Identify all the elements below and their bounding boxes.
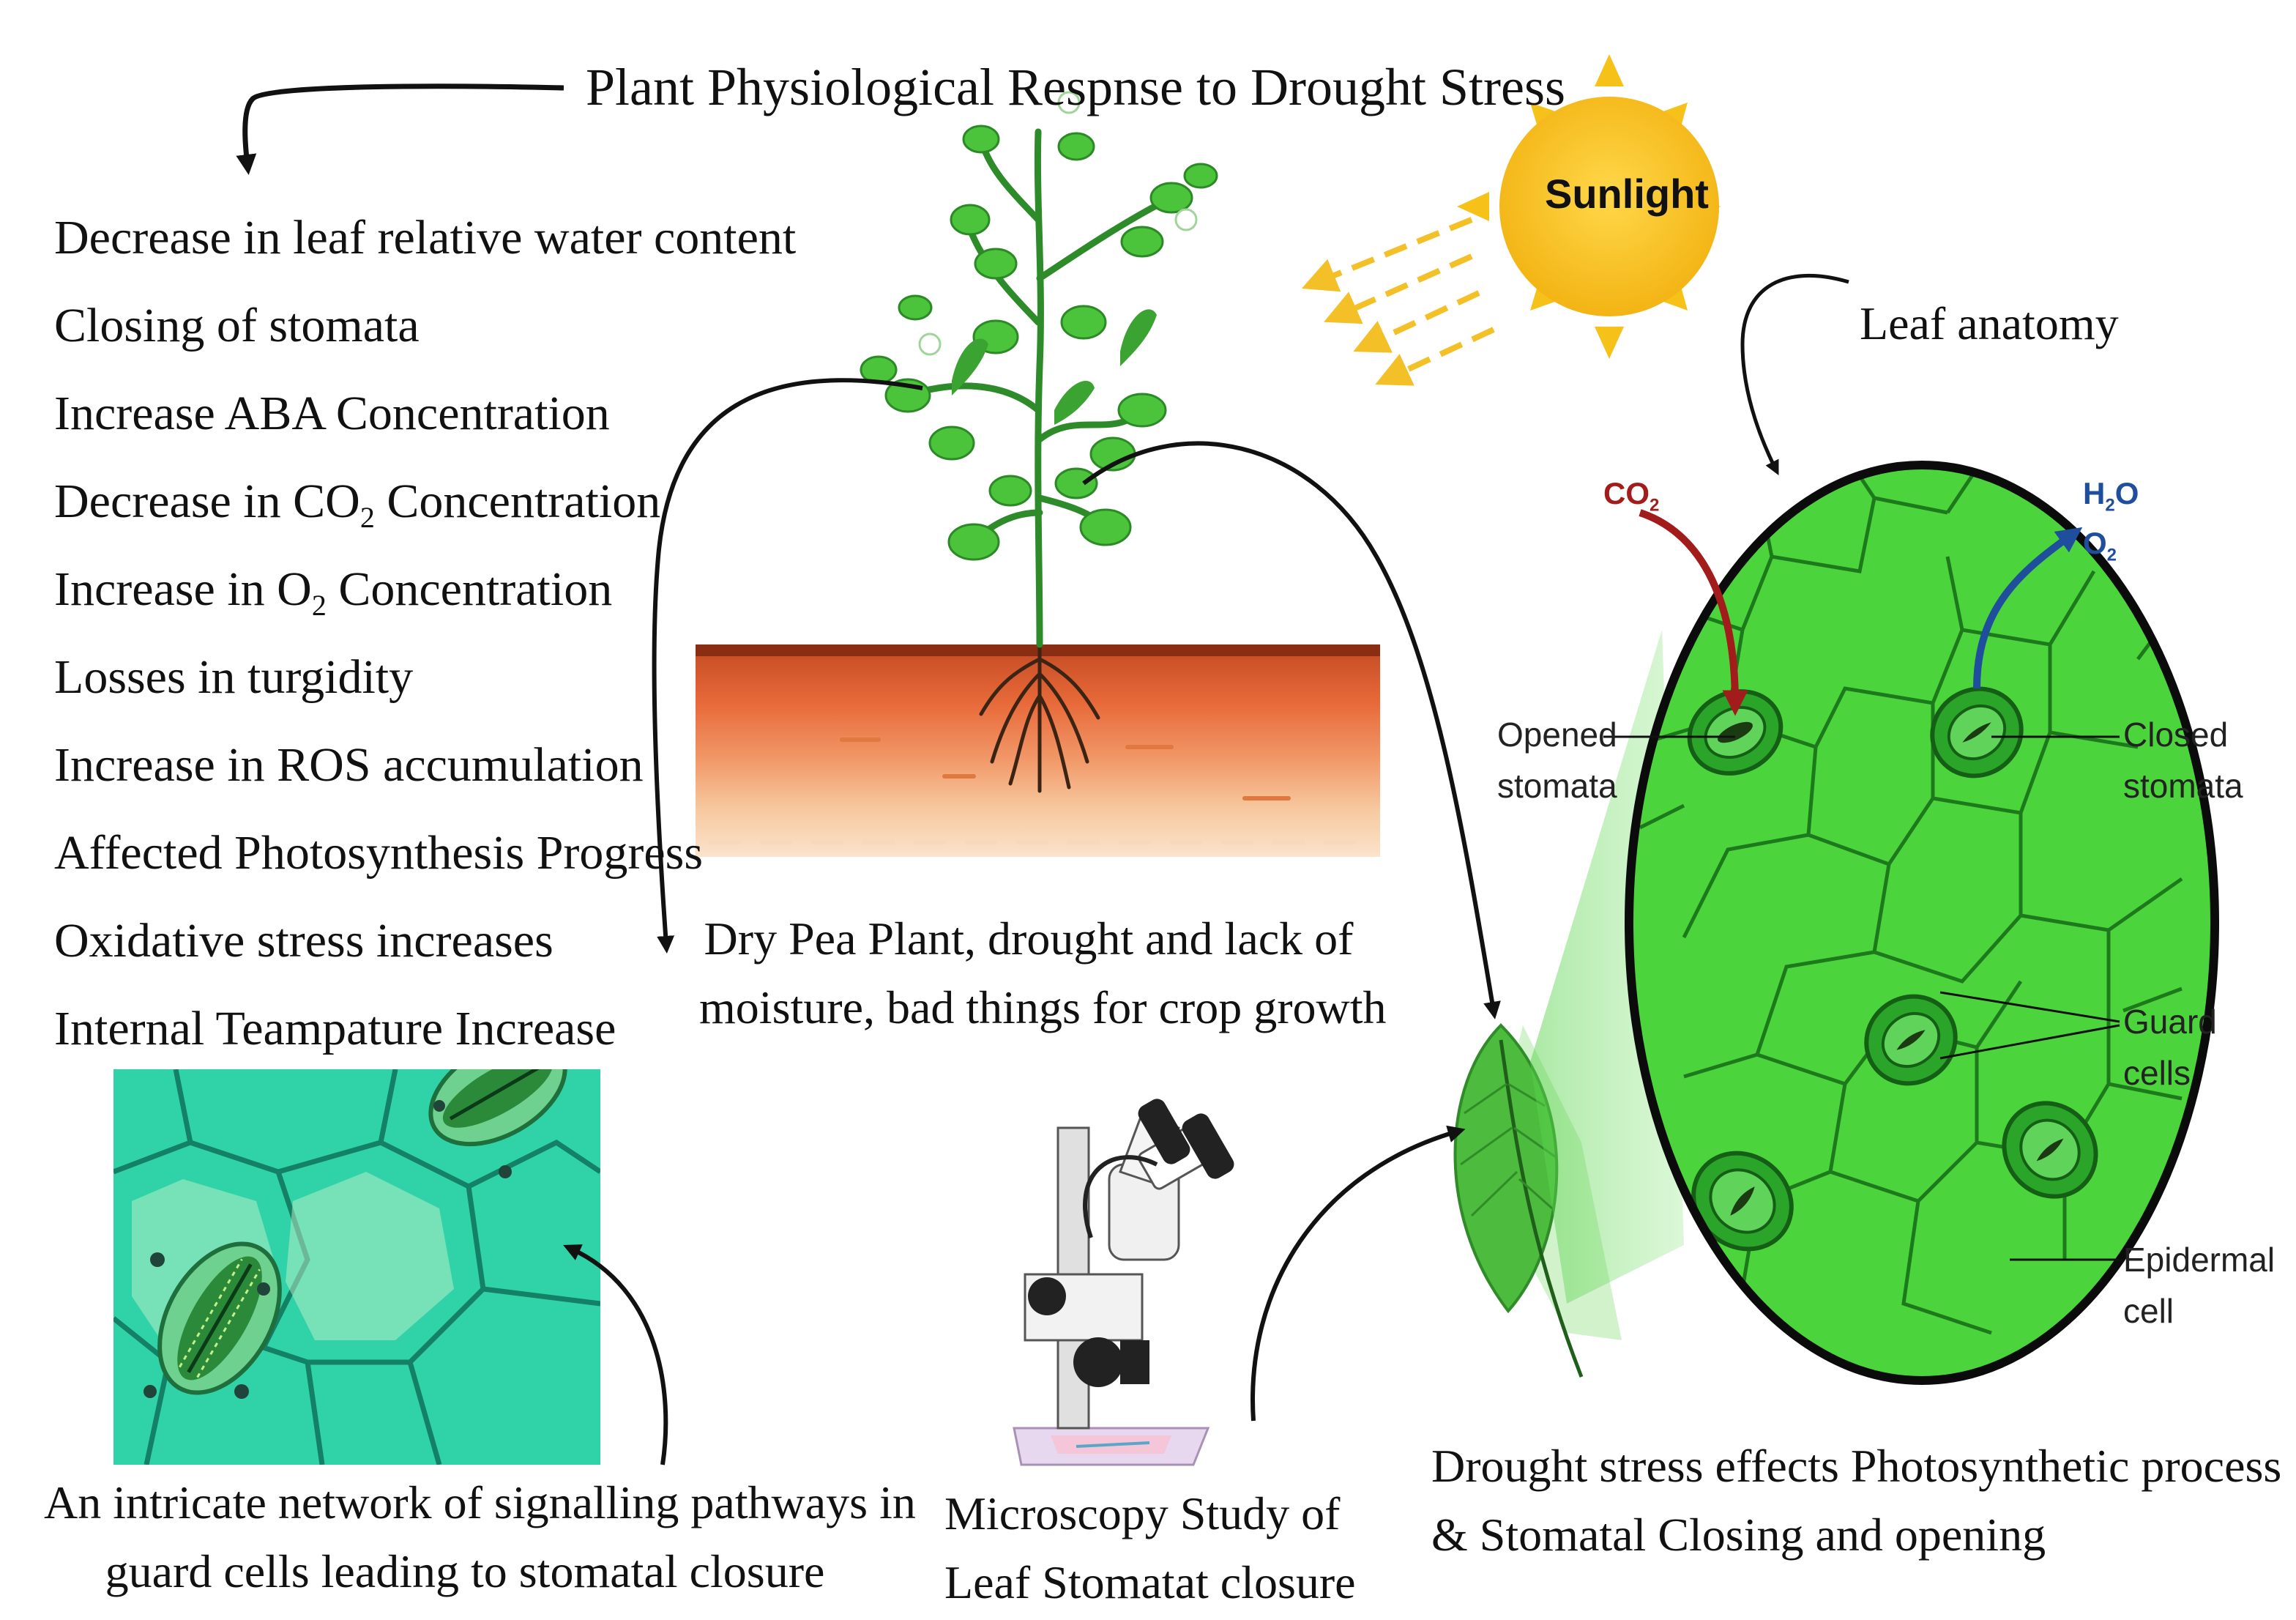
opened-stoma [1687, 689, 1783, 776]
plant-to-list-arrow [652, 378, 923, 954]
drought-effects-list: Decrease in leaf relative water content … [54, 209, 796, 1088]
effect-item: Oxidative stress increases [54, 914, 554, 967]
effect-item: Increase in ROS accumulation [54, 738, 644, 792]
effect-item: Decrease in leaf relative water content [54, 211, 797, 264]
guard-leader-1 [1939, 991, 2120, 1023]
guard-cell-stoma [1864, 994, 1958, 1086]
leaf-anatomy-circle [1625, 461, 2219, 1385]
microscope-icon [1013, 1099, 1234, 1466]
plant-to-leaf-arrow [1082, 441, 1501, 1019]
title-arrow [236, 83, 564, 175]
sun-icon [1457, 54, 1721, 359]
stomata-group [1687, 686, 2098, 1252]
effect-item: Affected Photosynthesis Progress [54, 826, 704, 880]
micrograph-arrow [563, 1244, 668, 1465]
sunlight-label: Sunlight [1545, 171, 1709, 217]
effect-item: Internal Teampature Increase [54, 1002, 616, 1055]
stoma [2002, 1101, 2098, 1199]
h2o-o2-arrow [1973, 527, 2083, 689]
diagram-title: Plant Physiological Respnse to Drought S… [586, 58, 1565, 116]
stoma [1691, 1151, 1794, 1252]
drought-effect-caption: Drought stress effects Photosynthetic pr… [1431, 1440, 2282, 1561]
co2-arrow [1639, 509, 1748, 716]
pea-plant [860, 91, 1218, 648]
sunlight-rays [1301, 217, 1495, 386]
effect-item: Losses in turgidity [54, 650, 414, 704]
stomata-micrograph [113, 1069, 600, 1465]
leaf-anatomy-title: Leaf anatomy [1860, 297, 2119, 349]
h2o-label: H2O [2083, 476, 2139, 516]
plant-roots [979, 642, 1100, 793]
effect-item: Increase ABA Concentration [54, 387, 610, 440]
signalling-caption: An intricate network of signalling pathw… [44, 1476, 916, 1597]
effect-item: Decrease in CO2 Concentration [54, 475, 661, 535]
closed-stoma [1930, 686, 2024, 779]
effect-item: Increase in O2 Concentration [54, 562, 613, 623]
o2-label: O2 [2083, 526, 2117, 565]
leaf-anatomy-arrow [1740, 273, 1849, 475]
effect-item: Closing of stomata [54, 299, 420, 352]
guard-leader-2 [1939, 1024, 2120, 1060]
co2-label: CO2 [1603, 476, 1660, 516]
microscope-arrow [1250, 1125, 1466, 1422]
